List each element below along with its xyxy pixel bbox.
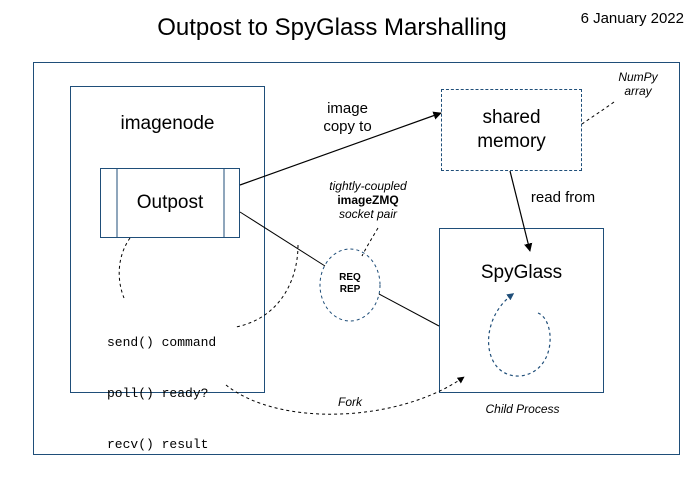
- socket-note-line3: socket pair: [338, 207, 398, 221]
- spyglass-label: SpyGlass: [480, 262, 563, 283]
- image-copy-arrow: [239, 111, 442, 186]
- command-poll: poll() ready?: [107, 386, 209, 401]
- image-copy-line1: image: [327, 100, 368, 117]
- outpost-box: Outpost: [100, 168, 240, 238]
- fork-label: Fork: [338, 395, 362, 409]
- numpy-callout: [581, 101, 615, 125]
- req-label: REQ: [339, 272, 361, 283]
- numpy-note-line1: NumPy: [618, 70, 658, 84]
- command-send: send() command: [107, 335, 217, 350]
- shared-memory-line1: shared: [482, 107, 541, 128]
- outpost-to-req-line: [239, 211, 326, 267]
- image-copy-label: image copy to: [305, 100, 390, 136]
- imagenode-label: imagenode: [120, 113, 215, 134]
- socket-note-callout: [361, 227, 379, 257]
- shared-memory-box: shared memory: [441, 89, 582, 171]
- shared-memory-line2: memory: [477, 131, 546, 152]
- command-recv: recv() result: [107, 437, 209, 452]
- send-callout: [118, 237, 131, 299]
- fork-arrow: [225, 376, 465, 415]
- poll-callout: [235, 244, 299, 328]
- socket-note-line1: tightly-coupled: [329, 179, 407, 193]
- child-process-label: Child Process: [485, 402, 560, 416]
- numpy-note-line2: array: [624, 84, 652, 98]
- read-from-label: read from: [530, 189, 596, 206]
- socket-note: tightly-coupled imageZMQ socket pair: [318, 179, 418, 221]
- socket-note-line2: imageZMQ: [337, 193, 399, 207]
- numpy-note: NumPy array: [608, 70, 668, 98]
- rep-label: REP: [339, 284, 361, 295]
- outpost-label: Outpost: [136, 192, 204, 213]
- reqrep-label: REQ REP: [330, 272, 370, 296]
- image-copy-line2: copy to: [323, 118, 372, 135]
- spyglass-box: [439, 228, 604, 393]
- diagram-title: Outpost to SpyGlass Marshalling: [157, 14, 507, 41]
- diagram-date: 6 January 2022: [580, 10, 684, 27]
- read-from-arrow: [509, 170, 533, 252]
- outer-frame: [33, 62, 680, 455]
- spyglass-loop: [488, 293, 551, 377]
- imagenode-box: [70, 86, 265, 393]
- rep-to-spyglass-line: [378, 293, 440, 327]
- command-list: send() command poll() ready? recv() resu…: [107, 300, 216, 470]
- reqrep-circle: [319, 248, 381, 322]
